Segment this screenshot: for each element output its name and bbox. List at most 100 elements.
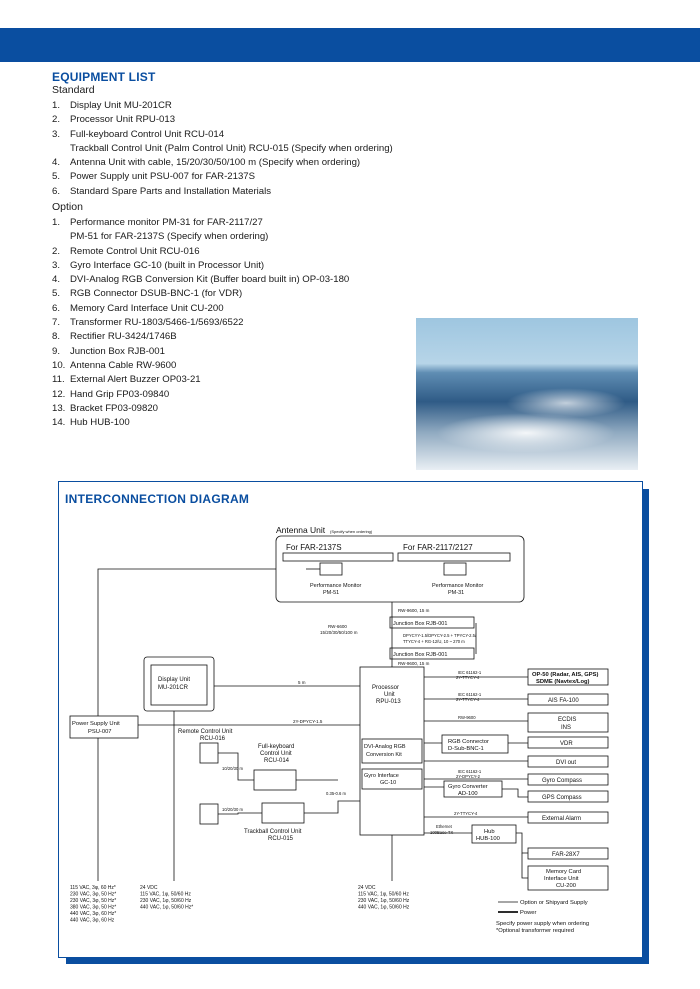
list-item: 2.Remote Control Unit RCU-016 <box>52 245 349 259</box>
item-number: 3. <box>52 259 70 273</box>
ais-label: AIS FA-100 <box>548 698 579 704</box>
item-number: 6. <box>52 302 70 316</box>
item-text: Hub HUB-100 <box>70 417 130 428</box>
list-item: 7.Transformer RU-1803/5466-1/5693/6522 <box>52 316 349 330</box>
antenna-unit-label: Antenna Unit <box>276 525 326 535</box>
ethernet-1: Ethernet <box>436 824 453 829</box>
item-number: 10. <box>52 359 70 373</box>
display-unit-1: Display Unit <box>158 677 190 683</box>
list-item: 4.Antenna Unit with cable, 15/20/30/50/1… <box>52 156 393 170</box>
gyro-if-1: Gyro Interface <box>364 773 399 779</box>
item-number: 5. <box>52 170 70 184</box>
dvi-kit-1: DVI-Analog RGB <box>364 744 406 750</box>
legend-power: Power <box>520 910 537 916</box>
item-text: Remote Control Unit RCU-016 <box>70 246 200 257</box>
rcu015-2: RCU-015 <box>268 836 294 842</box>
display-unit-2: MU-201CR <box>158 685 189 691</box>
item-number: 6. <box>52 185 70 199</box>
far2837-label: FAR-28X7 <box>552 852 580 858</box>
standard-heading: Standard <box>52 84 95 96</box>
power-spec: 440 VAC, 1φ, 50/60 Hz* <box>140 905 193 911</box>
processor-2: Unit <box>384 692 395 698</box>
power-spec: 230 VAC, 3φ, 50 Hz* <box>70 892 116 898</box>
item-text: External Alert Buzzer OP03-21 <box>70 374 201 385</box>
list-item: 9.Junction Box RJB-001 <box>52 345 349 359</box>
psu-cable: 2Y-DPYCY-1.5 <box>293 719 323 724</box>
list-item: 11.External Alert Buzzer OP03-21 <box>52 373 349 387</box>
rcu015-1: Trackball Control Unit <box>244 829 302 835</box>
power-spec: 230 VAC, 1φ, 50/60 Hz <box>140 898 192 904</box>
iec3-2: 2Y-DPYCY-2 <box>456 774 481 779</box>
psu-2: PSU-007 <box>88 729 112 735</box>
rgb-conn-1: RGB Connector <box>448 739 489 745</box>
ethernet-2: 100Base-TX <box>430 830 453 835</box>
list-item: 14.Hub HUB-100 <box>52 416 349 430</box>
hub-2: HUB-100 <box>476 836 500 842</box>
item-number: 8. <box>52 330 70 344</box>
cable-10-20: 10/20/30 m <box>222 766 243 771</box>
item-number: 4. <box>52 156 70 170</box>
item-number: 1. <box>52 99 70 113</box>
item-text: Rectifier RU-3424/1746B <box>70 331 177 342</box>
item-text: RGB Connector DSUB-BNC-1 (for VDR) <box>70 288 242 299</box>
list-item: 5.RGB Connector DSUB-BNC-1 (for VDR) <box>52 287 349 301</box>
item-text: Display Unit MU-201CR <box>70 100 172 111</box>
list-item: 5.Power Supply unit PSU-007 for FAR-2137… <box>52 170 393 184</box>
item-number: 14. <box>52 416 70 430</box>
item-number: 2. <box>52 113 70 127</box>
for-2117-label: For FAR-2117/2127 <box>403 543 473 552</box>
power-spec: 230 VAC, 1φ, 50/60 Hz <box>358 898 410 904</box>
equipment-list-title: EQUIPMENT LIST <box>52 70 155 84</box>
item-number: 11. <box>52 373 70 387</box>
list-item: 6.Memory Card Interface Unit CU-200 <box>52 302 349 316</box>
item-number: 12. <box>52 388 70 402</box>
option-list: 1.Performance monitor PM-31 for FAR-2117… <box>52 216 349 430</box>
item-text: Processor Unit RPU-013 <box>70 114 175 125</box>
list-item: 8.Rectifier RU-3424/1746B <box>52 330 349 344</box>
note-2: *Optional transformer required <box>496 928 574 934</box>
item-number: 2. <box>52 245 70 259</box>
note-1: Specify power supply when ordering <box>496 921 589 927</box>
item-text: Standard Spare Parts and Installation Ma… <box>70 186 271 197</box>
item-number: 9. <box>52 345 70 359</box>
item-text: Gyro Interface GC-10 (built in Processor… <box>70 260 264 271</box>
rcu014-2: Control Unit <box>260 751 292 757</box>
ttycy-alarm: 2Y-TTYCY-4 <box>454 811 478 816</box>
header-band <box>0 28 700 62</box>
jb1-label: Junction Box RJB-001 <box>393 621 447 627</box>
rw9600-ecdis: RW-9600 <box>458 715 476 720</box>
vdr-label: VDR <box>560 741 573 747</box>
power-mid-list: 24 VDC115 VAC, 1φ, 50/60 Hz230 VAC, 1φ, … <box>140 885 193 911</box>
rcu016-1: Remote Control Unit <box>178 729 233 735</box>
gyro-compass-label: Gyro Compass <box>542 778 582 784</box>
list-item: 2.Processor Unit RPU-013 <box>52 113 393 127</box>
gyro-conv-2: AD-100 <box>458 791 478 797</box>
dvi-kit-2: Conversion Kit <box>366 752 402 758</box>
power-spec: 230 VAC, 3φ, 50 Hz* <box>70 898 116 904</box>
dvi-out-label: DVI out <box>556 760 576 766</box>
list-item: 12.Hand Grip FP03-09840 <box>52 388 349 402</box>
list-item: 13.Bracket FP03-09820 <box>52 402 349 416</box>
power-spec: 380 VAC, 3φ, 50 Hz* <box>70 905 116 911</box>
power-spec: 440 VAC, 3φ, 60 Hz <box>70 918 115 924</box>
power-spec: 115 VAC, 3φ, 60 Hz* <box>70 885 116 891</box>
item-number: 1. <box>52 216 70 230</box>
jb-cable-2: TTYCY-4 + RG-12/U, 10 ~ 270 m <box>403 639 465 644</box>
iec2-2: 2Y-TTYCY-4 <box>456 697 480 702</box>
item-text: Power Supply unit PSU-007 for FAR-2137S <box>70 171 255 182</box>
rgb-conn-2: D-Sub-BNC-1 <box>448 746 484 752</box>
cable-10-20b: 10/20/30 m <box>222 807 243 812</box>
gyro-if-2: GC-10 <box>380 780 396 786</box>
item-text: Full-keyboard Control Unit RCU-014 <box>70 129 224 140</box>
list-item: 10.Antenna Cable RW-9600 <box>52 359 349 373</box>
processor-1: Processor <box>372 685 399 691</box>
memcard-1: Memory Card <box>546 869 581 875</box>
item-number: 7. <box>52 316 70 330</box>
gps-compass-label: GPS Compass <box>542 795 582 801</box>
ecdis-1: ECDIS <box>558 717 576 723</box>
option-heading: Option <box>52 201 83 213</box>
power-left-list: 115 VAC, 3φ, 60 Hz*230 VAC, 3φ, 50 Hz*23… <box>70 885 116 924</box>
pm51-label-2: PM-51 <box>323 590 339 596</box>
